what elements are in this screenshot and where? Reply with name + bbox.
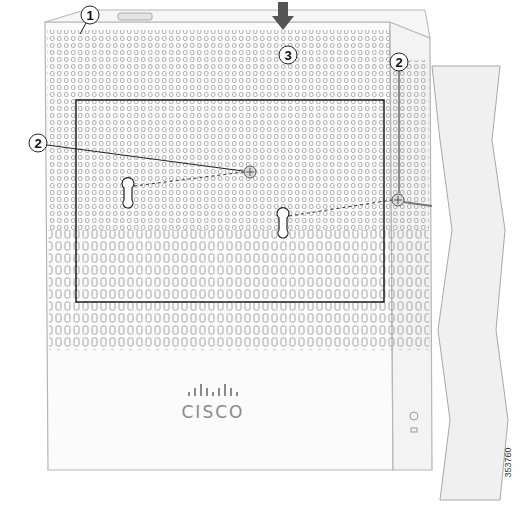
vent-holes — [47, 30, 392, 350]
logo-bars — [189, 384, 237, 396]
wall-surface — [432, 66, 508, 500]
top-port — [118, 13, 152, 20]
callout-number: 2 — [35, 137, 42, 150]
alignment-lines — [134, 172, 392, 216]
callout-number: 3 — [285, 49, 292, 62]
figure-number: 353760 — [504, 447, 513, 477]
brand-logo-text: CISCO — [182, 404, 245, 421]
keyhole-slots — [122, 178, 289, 238]
screws — [244, 166, 432, 206]
mounting-area — [76, 100, 384, 302]
callout-number: 1 — [87, 9, 94, 22]
device-front — [45, 22, 393, 470]
reset-slot — [411, 428, 417, 432]
leader-lines — [47, 23, 399, 193]
push-down-arrow — [272, 2, 294, 30]
device-side — [390, 22, 432, 470]
callout-number: 2 — [396, 56, 403, 69]
led-indicator — [410, 412, 418, 420]
callout-circles — [29, 6, 408, 152]
